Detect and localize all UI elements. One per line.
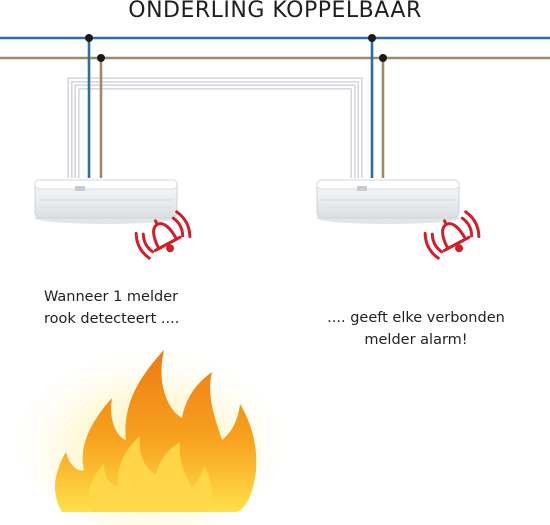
right-caption-line-1: .... geeft elke verbonden bbox=[327, 310, 505, 326]
junction-dot bbox=[97, 54, 105, 62]
white-interconnect-wire bbox=[67, 77, 363, 178]
left-caption-line-1: Wanneer 1 melder bbox=[44, 289, 179, 305]
alarm-bell-icon bbox=[134, 210, 192, 260]
main-wires bbox=[0, 36, 550, 60]
right-detector-drops bbox=[368, 34, 387, 178]
fire-icon bbox=[15, 332, 285, 525]
left-detector-drops bbox=[85, 34, 105, 178]
left-caption: Wanneer 1 melder rook detecteert .... bbox=[44, 286, 179, 330]
smoke-detector-icon bbox=[316, 179, 460, 224]
left-caption-line-2: rook detecteert .... bbox=[44, 311, 180, 327]
smoke-detector-icon bbox=[34, 179, 178, 224]
junction-dot bbox=[379, 54, 387, 62]
junction-dot bbox=[85, 34, 93, 42]
alarm-bell-icon bbox=[423, 210, 481, 260]
diagram-title: ONDERLING KOPPELBAAR bbox=[128, 0, 422, 23]
right-caption: .... geeft elke verbonden melder alarm! bbox=[300, 307, 532, 351]
right-caption-line-2: melder alarm! bbox=[364, 332, 468, 348]
junction-dot bbox=[368, 34, 376, 42]
